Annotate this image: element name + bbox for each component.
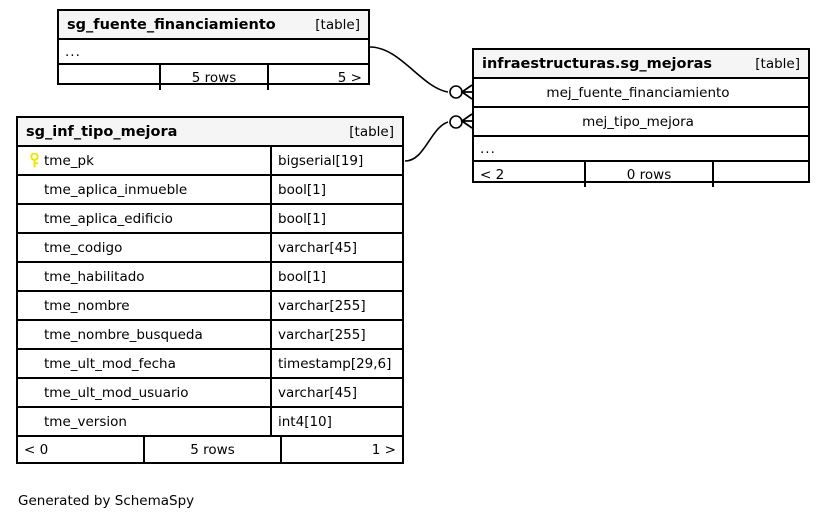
column-type-label: varchar[255] bbox=[270, 321, 402, 348]
table-kind-label: [table] bbox=[315, 16, 360, 33]
table-row[interactable]: tme_nombre_busqueda varchar[255] bbox=[18, 321, 402, 350]
footer-parent-count bbox=[59, 65, 159, 90]
column-name-label: tme_nombre_busqueda bbox=[44, 326, 203, 343]
column-name-label: tme_aplica_edificio bbox=[44, 210, 173, 227]
footer-child-count: 5 > bbox=[337, 69, 362, 86]
column-name-cell: tme_ult_mod_usuario bbox=[18, 379, 270, 406]
table-row[interactable]: tme_habilitado bool[1] bbox=[18, 263, 402, 292]
column-name-label: tme_nombre bbox=[44, 297, 130, 314]
table-row[interactable]: tme_aplica_inmueble bool[1] bbox=[18, 176, 402, 205]
table-row[interactable]: mej_tipo_mejora bbox=[474, 108, 808, 137]
table-header: sg_inf_tipo_mejora [table] bbox=[18, 118, 402, 147]
table-sg-fuente-financiamiento[interactable]: sg_fuente_financiamiento [table] ... 5 r… bbox=[57, 9, 370, 90]
table-row[interactable]: tme_ult_mod_fecha timestamp[29,6] bbox=[18, 350, 402, 379]
generator-note: Generated by SchemaSpy bbox=[18, 493, 195, 509]
column-name-cell: tme_nombre_busqueda bbox=[18, 321, 270, 348]
column-name-label: mej_tipo_mejora bbox=[582, 113, 694, 130]
relationship-line-tipo-mejora bbox=[404, 121, 449, 162]
table-header: sg_fuente_financiamiento [table] bbox=[59, 11, 368, 40]
footer-row-count: 0 rows bbox=[584, 162, 714, 187]
column-name-label: tme_codigo bbox=[44, 239, 123, 256]
column-type-label: varchar[45] bbox=[270, 379, 402, 406]
table-kind-label: [table] bbox=[349, 123, 394, 140]
column-type-label: bool[1] bbox=[270, 205, 402, 232]
hidden-columns-ellipsis: ... bbox=[474, 137, 808, 162]
column-name-cell: tme_version bbox=[18, 408, 270, 435]
column-name-label: tme_version bbox=[44, 413, 127, 430]
column-name-cell: tme_nombre bbox=[18, 292, 270, 319]
column-type-label: int4[10] bbox=[270, 408, 402, 435]
table-title: infraestructuras.sg_mejoras bbox=[482, 55, 713, 72]
column-type-label: timestamp[29,6] bbox=[270, 350, 402, 377]
footer-row-count: 5 rows bbox=[143, 437, 282, 462]
column-name-cell: mej_tipo_mejora bbox=[474, 108, 808, 135]
table-row[interactable]: tme_pk bigserial[19] bbox=[18, 147, 402, 176]
column-type-label: varchar[45] bbox=[270, 234, 402, 261]
column-name-cell: tme_habilitado bbox=[18, 263, 270, 290]
column-type-label: varchar[255] bbox=[270, 292, 402, 319]
footer-child-count bbox=[714, 162, 808, 187]
table-title: sg_fuente_financiamiento bbox=[67, 16, 276, 33]
footer-child-count: 1 > bbox=[371, 441, 396, 458]
table-infraestructuras-sg-mejoras[interactable]: infraestructuras.sg_mejoras [table] mej_… bbox=[472, 48, 810, 187]
column-type-label: bool[1] bbox=[270, 176, 402, 203]
table-row[interactable]: tme_aplica_edificio bool[1] bbox=[18, 205, 402, 234]
relationship-line-fuente bbox=[369, 46, 449, 93]
table-footer: 5 rows 5 > bbox=[59, 65, 368, 90]
footer-parent-count: < 0 bbox=[24, 441, 49, 458]
column-name-label: tme_habilitado bbox=[44, 268, 145, 285]
footer-row-count: 5 rows bbox=[159, 65, 269, 90]
column-name-label: mej_fuente_financiamiento bbox=[546, 84, 730, 101]
table-row[interactable]: tme_nombre varchar[255] bbox=[18, 292, 402, 321]
column-type-label: bool[1] bbox=[270, 263, 402, 290]
table-footer: < 2 0 rows bbox=[474, 162, 808, 187]
cardinality-zero-or-one-fuente bbox=[449, 85, 463, 99]
table-footer: < 0 5 rows 1 > bbox=[18, 437, 402, 462]
column-name-cell: tme_aplica_inmueble bbox=[18, 176, 270, 203]
column-type-label: bigserial[19] bbox=[270, 147, 402, 174]
footer-parent-count: < 2 bbox=[480, 166, 505, 183]
column-name-cell: tme_aplica_edificio bbox=[18, 205, 270, 232]
table-sg-inf-tipo-mejora[interactable]: sg_inf_tipo_mejora [table] tme_pk bigser… bbox=[16, 116, 404, 464]
column-name-label: tme_aplica_inmueble bbox=[44, 181, 188, 198]
cardinality-zero-or-one-tipo-mejora bbox=[449, 115, 463, 129]
table-kind-label: [table] bbox=[755, 55, 800, 72]
hidden-columns-ellipsis: ... bbox=[59, 40, 368, 65]
column-name-cell: tme_ult_mod_fecha bbox=[18, 350, 270, 377]
column-name-cell: mej_fuente_financiamiento bbox=[474, 79, 808, 106]
primary-key-icon bbox=[24, 152, 44, 169]
table-title: sg_inf_tipo_mejora bbox=[26, 123, 178, 140]
column-name-label: tme_pk bbox=[44, 152, 94, 169]
column-name-label: tme_ult_mod_fecha bbox=[44, 355, 176, 372]
table-row[interactable]: mej_fuente_financiamiento bbox=[474, 79, 808, 108]
table-row[interactable]: tme_ult_mod_usuario varchar[45] bbox=[18, 379, 402, 408]
table-header: infraestructuras.sg_mejoras [table] bbox=[474, 50, 808, 79]
column-name-cell: tme_pk bbox=[18, 147, 270, 174]
column-name-cell: tme_codigo bbox=[18, 234, 270, 261]
table-row[interactable]: tme_version int4[10] bbox=[18, 408, 402, 437]
table-row[interactable]: tme_codigo varchar[45] bbox=[18, 234, 402, 263]
column-name-label: tme_ult_mod_usuario bbox=[44, 384, 189, 401]
